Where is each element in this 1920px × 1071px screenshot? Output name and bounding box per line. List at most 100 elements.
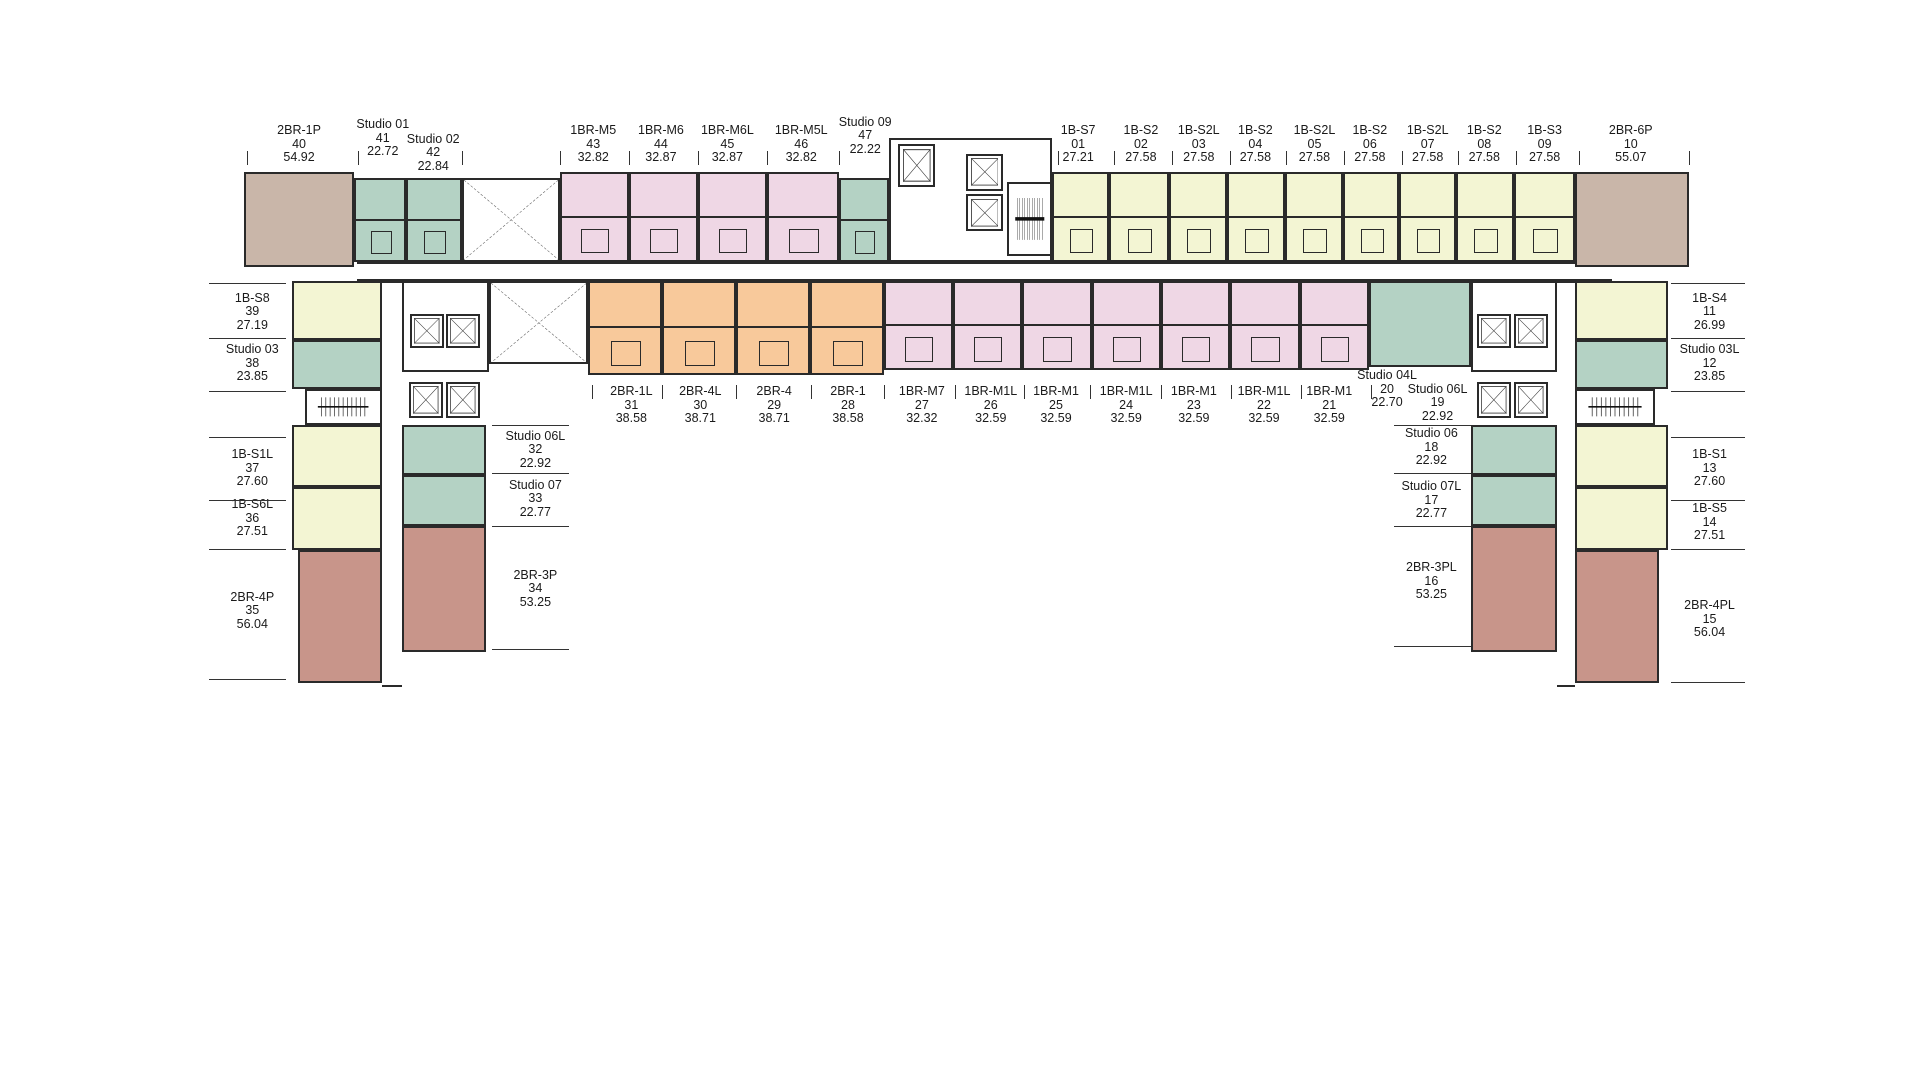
2br-unit <box>736 280 810 376</box>
unit-type: 1BR-M1 <box>1170 384 1217 399</box>
interior-wall <box>1110 215 1168 218</box>
unit-type: 1BR-M1 <box>1306 384 1353 399</box>
unit-37-1b-s1l <box>291 424 382 488</box>
unit-32-studio-06l <box>402 424 487 476</box>
unit-area: 32.32 <box>906 411 938 426</box>
dimension-line <box>1394 646 1471 648</box>
unit-area: 23.85 <box>1693 369 1726 384</box>
dimension-tick <box>1160 385 1162 400</box>
1br-m-unit <box>883 280 953 371</box>
unit-number: 18 <box>1424 439 1439 454</box>
interior-wall <box>768 215 838 218</box>
unit-type: 2BR-4PL <box>1684 598 1735 613</box>
interior-wall <box>356 218 405 221</box>
studio-unit <box>354 178 407 263</box>
corridor-right-wing <box>1556 280 1576 687</box>
unit-number: 28 <box>841 397 855 412</box>
unit-type: 1BR-M1L <box>964 384 1018 399</box>
unit-type: 1BR-M5L <box>774 123 828 138</box>
unit-area: 22.92 <box>519 455 552 470</box>
unit-13-1b-s1 <box>1575 424 1668 488</box>
unit-area: 27.21 <box>1062 150 1094 165</box>
unit-number: 01 <box>1071 136 1086 151</box>
interior-wall <box>1301 323 1367 326</box>
lift <box>1513 381 1549 419</box>
unit-type: 1B-S7 <box>1060 123 1096 138</box>
bathroom <box>758 340 789 367</box>
lift <box>445 313 480 349</box>
interior-wall <box>1286 215 1341 218</box>
dimension-line <box>1671 436 1746 438</box>
unit-number: 09 <box>1537 136 1552 151</box>
unit-area: 27.58 <box>1125 150 1157 165</box>
lift <box>409 313 445 349</box>
dimension-line <box>1394 472 1471 474</box>
unit-area: 38.71 <box>684 411 716 426</box>
unit-type: 1B-S2 <box>1352 123 1388 138</box>
unit-number: 05 <box>1307 136 1322 151</box>
unit-type: 1BR-M1L <box>1099 384 1153 399</box>
unit-type: 1B-S2 <box>1123 123 1159 138</box>
unit-number: 32 <box>528 442 543 457</box>
unit-area: 27.60 <box>236 474 268 488</box>
bathroom <box>1187 228 1211 254</box>
interior-wall <box>1229 215 1283 218</box>
unit-area: 32.59 <box>975 411 1007 426</box>
unit-type: 1BR-M5 <box>570 123 617 138</box>
unit-40-2br-1p <box>243 172 355 268</box>
1b-s-unit <box>1108 172 1170 263</box>
unit-number: 15 <box>1702 611 1717 626</box>
1br-m-unit <box>766 172 840 263</box>
dimension-line <box>209 499 286 501</box>
unit-36-1b-s6l <box>291 487 382 551</box>
unit-area: 22.70 <box>1371 395 1403 410</box>
bathroom <box>905 337 934 362</box>
bathroom <box>974 337 1003 362</box>
unit-number: 33 <box>528 491 543 506</box>
unit-number: 13 <box>1702 460 1717 475</box>
unit-type: Studio 07 <box>508 477 562 492</box>
lift <box>1476 381 1512 419</box>
interior-wall <box>885 323 951 326</box>
1b-s-unit <box>1227 172 1285 263</box>
bathroom <box>1360 228 1384 254</box>
unit-number: 34 <box>528 581 543 596</box>
bathroom <box>581 228 610 254</box>
unit-18-studio-06 <box>1470 424 1557 476</box>
dimension-tick <box>697 151 699 166</box>
1br-m-unit <box>628 172 698 263</box>
dimension-line <box>209 283 286 285</box>
dimension-tick <box>1229 151 1231 166</box>
unit-number: 02 <box>1133 136 1148 151</box>
unit-38-studio-03 <box>291 339 382 389</box>
unit-number: 04 <box>1248 136 1263 151</box>
unit-area: 32.82 <box>785 150 817 165</box>
dimension-line <box>1394 424 1471 426</box>
unit-type: Studio 06L <box>1407 381 1468 396</box>
1b-s-unit <box>1342 172 1400 263</box>
lift <box>966 153 1004 191</box>
dimension-tick <box>883 385 885 400</box>
unit-type: 2BR-1P <box>277 123 321 138</box>
unit-area: 27.51 <box>236 524 268 539</box>
unit-number: 44 <box>653 136 668 151</box>
interior-wall <box>954 323 1020 326</box>
1b-s-unit <box>1052 172 1109 263</box>
dimension-tick <box>955 385 957 400</box>
unit-number: 43 <box>586 136 601 151</box>
